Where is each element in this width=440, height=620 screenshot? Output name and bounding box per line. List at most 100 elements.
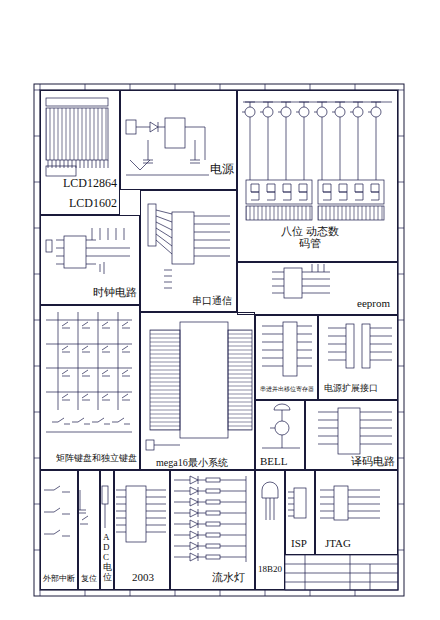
led-symbol [190, 542, 198, 550]
key-switch [122, 394, 130, 400]
capacitor-symbol [195, 140, 196, 160]
region-label: 串进并出移位寄存器 [259, 386, 315, 393]
wire [376, 102, 377, 107]
pull-up-resistor [92, 228, 93, 240]
wire [242, 112, 245, 113]
wire [340, 117, 341, 130]
ic-pin [116, 525, 126, 526]
ic-pin [272, 272, 284, 273]
title-block [285, 555, 398, 590]
ic-pin [272, 279, 284, 280]
ic-pin [116, 532, 126, 533]
transistor-symbol [281, 107, 291, 117]
wire [340, 102, 341, 107]
header-pin [320, 504, 334, 505]
title-block-line [305, 555, 306, 590]
ic-pin [116, 504, 126, 505]
border-tick [398, 136, 404, 137]
ic-pin [56, 264, 64, 265]
circuit-region: 电源 [120, 90, 237, 190]
ic-pin [146, 511, 166, 512]
key-switch [44, 486, 70, 492]
ic-pin [116, 511, 126, 512]
header-pin [370, 328, 392, 329]
region-label: ISP [290, 537, 308, 549]
wire [220, 513, 246, 514]
lcd-pin [64, 160, 65, 168]
digit-segments [251, 184, 259, 200]
wire [358, 102, 359, 107]
ic-pin [86, 264, 96, 265]
ground-rail [262, 448, 300, 449]
wire [220, 491, 246, 492]
title-block-line [350, 555, 351, 590]
row-wire [46, 392, 132, 393]
pin-wires [228, 330, 252, 430]
header-pin [288, 498, 294, 499]
serial-wire [194, 240, 230, 241]
capacitor-symbol [143, 160, 153, 161]
serial-wire [194, 232, 230, 233]
resistor-symbol [206, 500, 220, 504]
pull-up-resistor [100, 228, 101, 240]
key-switch [82, 346, 90, 352]
ic-pin [297, 326, 312, 327]
key-switch [102, 322, 110, 328]
ic-pin [297, 342, 312, 343]
lcd-pins [46, 108, 108, 160]
lcd-pin [72, 160, 73, 168]
buzzer-symbol [274, 404, 290, 410]
wire [368, 112, 371, 113]
circuit-region: 译码电路 [305, 400, 398, 470]
header-pin [328, 344, 346, 345]
digit-select-wire [250, 130, 251, 180]
region-label: BELL [259, 455, 289, 467]
serial-wire [156, 228, 172, 238]
ic-pin [146, 504, 166, 505]
title-block-line [285, 573, 398, 574]
border-tick [310, 590, 311, 596]
lcd-pin [84, 160, 85, 168]
lcd-pin [108, 160, 109, 168]
border-tick [398, 550, 404, 551]
diode-symbol [136, 122, 158, 132]
key-switch [82, 394, 90, 400]
ic-pin [297, 366, 312, 367]
wire [304, 117, 305, 130]
row-wire [46, 320, 132, 321]
transistor-symbol [317, 107, 327, 117]
wire [154, 445, 180, 446]
header-pin [320, 518, 334, 519]
region-label: 复位 [80, 575, 98, 583]
wire [205, 127, 206, 160]
resistor-symbol [206, 522, 220, 526]
ic-pin [318, 412, 338, 413]
ic-pin [360, 436, 392, 437]
sheet-border [40, 90, 398, 590]
ic-pin [146, 525, 166, 526]
digit-select-wire [340, 130, 341, 180]
supply-rail [243, 102, 392, 103]
resistor-symbol [206, 489, 220, 493]
wire [322, 102, 323, 107]
region-label: 流水灯 [211, 571, 246, 583]
capacitor-symbol [143, 163, 153, 164]
wire [198, 557, 206, 558]
serial-wire [156, 216, 172, 222]
digit-segments [323, 184, 331, 200]
led-symbol [190, 531, 198, 539]
pull-up-resistor [108, 228, 109, 240]
circuit-region: 矩阵键盘和独立键盘 [40, 305, 140, 470]
decoder-ic [338, 408, 360, 454]
lcd-connector [46, 98, 108, 106]
region-label: 矩阵键盘和独立键盘 [55, 454, 138, 463]
wire [250, 117, 251, 130]
border-tick [398, 458, 404, 459]
digit-segments [299, 184, 307, 200]
circuit-region: 外部中断 [40, 470, 78, 590]
serial-wire [194, 216, 230, 217]
lcd-pin [104, 160, 105, 168]
wire [358, 117, 359, 130]
key-switch [72, 418, 90, 424]
